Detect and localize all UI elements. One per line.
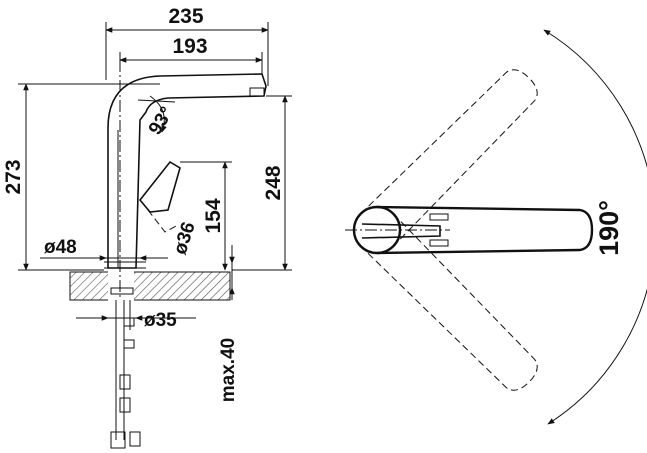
dim-total-height: 273 [2, 159, 25, 194]
top-view: 190° [345, 29, 647, 425]
faucet-body-outline [107, 73, 267, 269]
side-view: 235 193 273 248 154 93° ø36 ø48 ø35 max.… [2, 5, 292, 449]
dim-lever-diameter: ø36 [170, 219, 200, 257]
dim-spout-angle: 93° [145, 103, 178, 138]
dim-hole-diameter: ø35 [144, 310, 177, 331]
spout-top-solid [376, 205, 594, 255]
dim-lever-height: 154 [202, 198, 225, 233]
countertop-section [69, 271, 231, 301]
supply-hoses [110, 287, 141, 449]
dim-spout-outlet-height: 248 [262, 165, 285, 200]
spout-top-rotated-lower [360, 213, 538, 391]
lever-outline [138, 160, 181, 213]
dim-max-counter-thickness: max.40 [218, 338, 239, 402]
spout-top-rotated-upper [360, 69, 538, 247]
dim-body-diameter: ø48 [44, 237, 77, 258]
swivel-arc [543, 29, 647, 425]
dim-spout-reach: 193 [172, 35, 207, 58]
dim-swivel-range: 190° [594, 200, 624, 256]
dim-overall-reach: 235 [168, 5, 203, 28]
